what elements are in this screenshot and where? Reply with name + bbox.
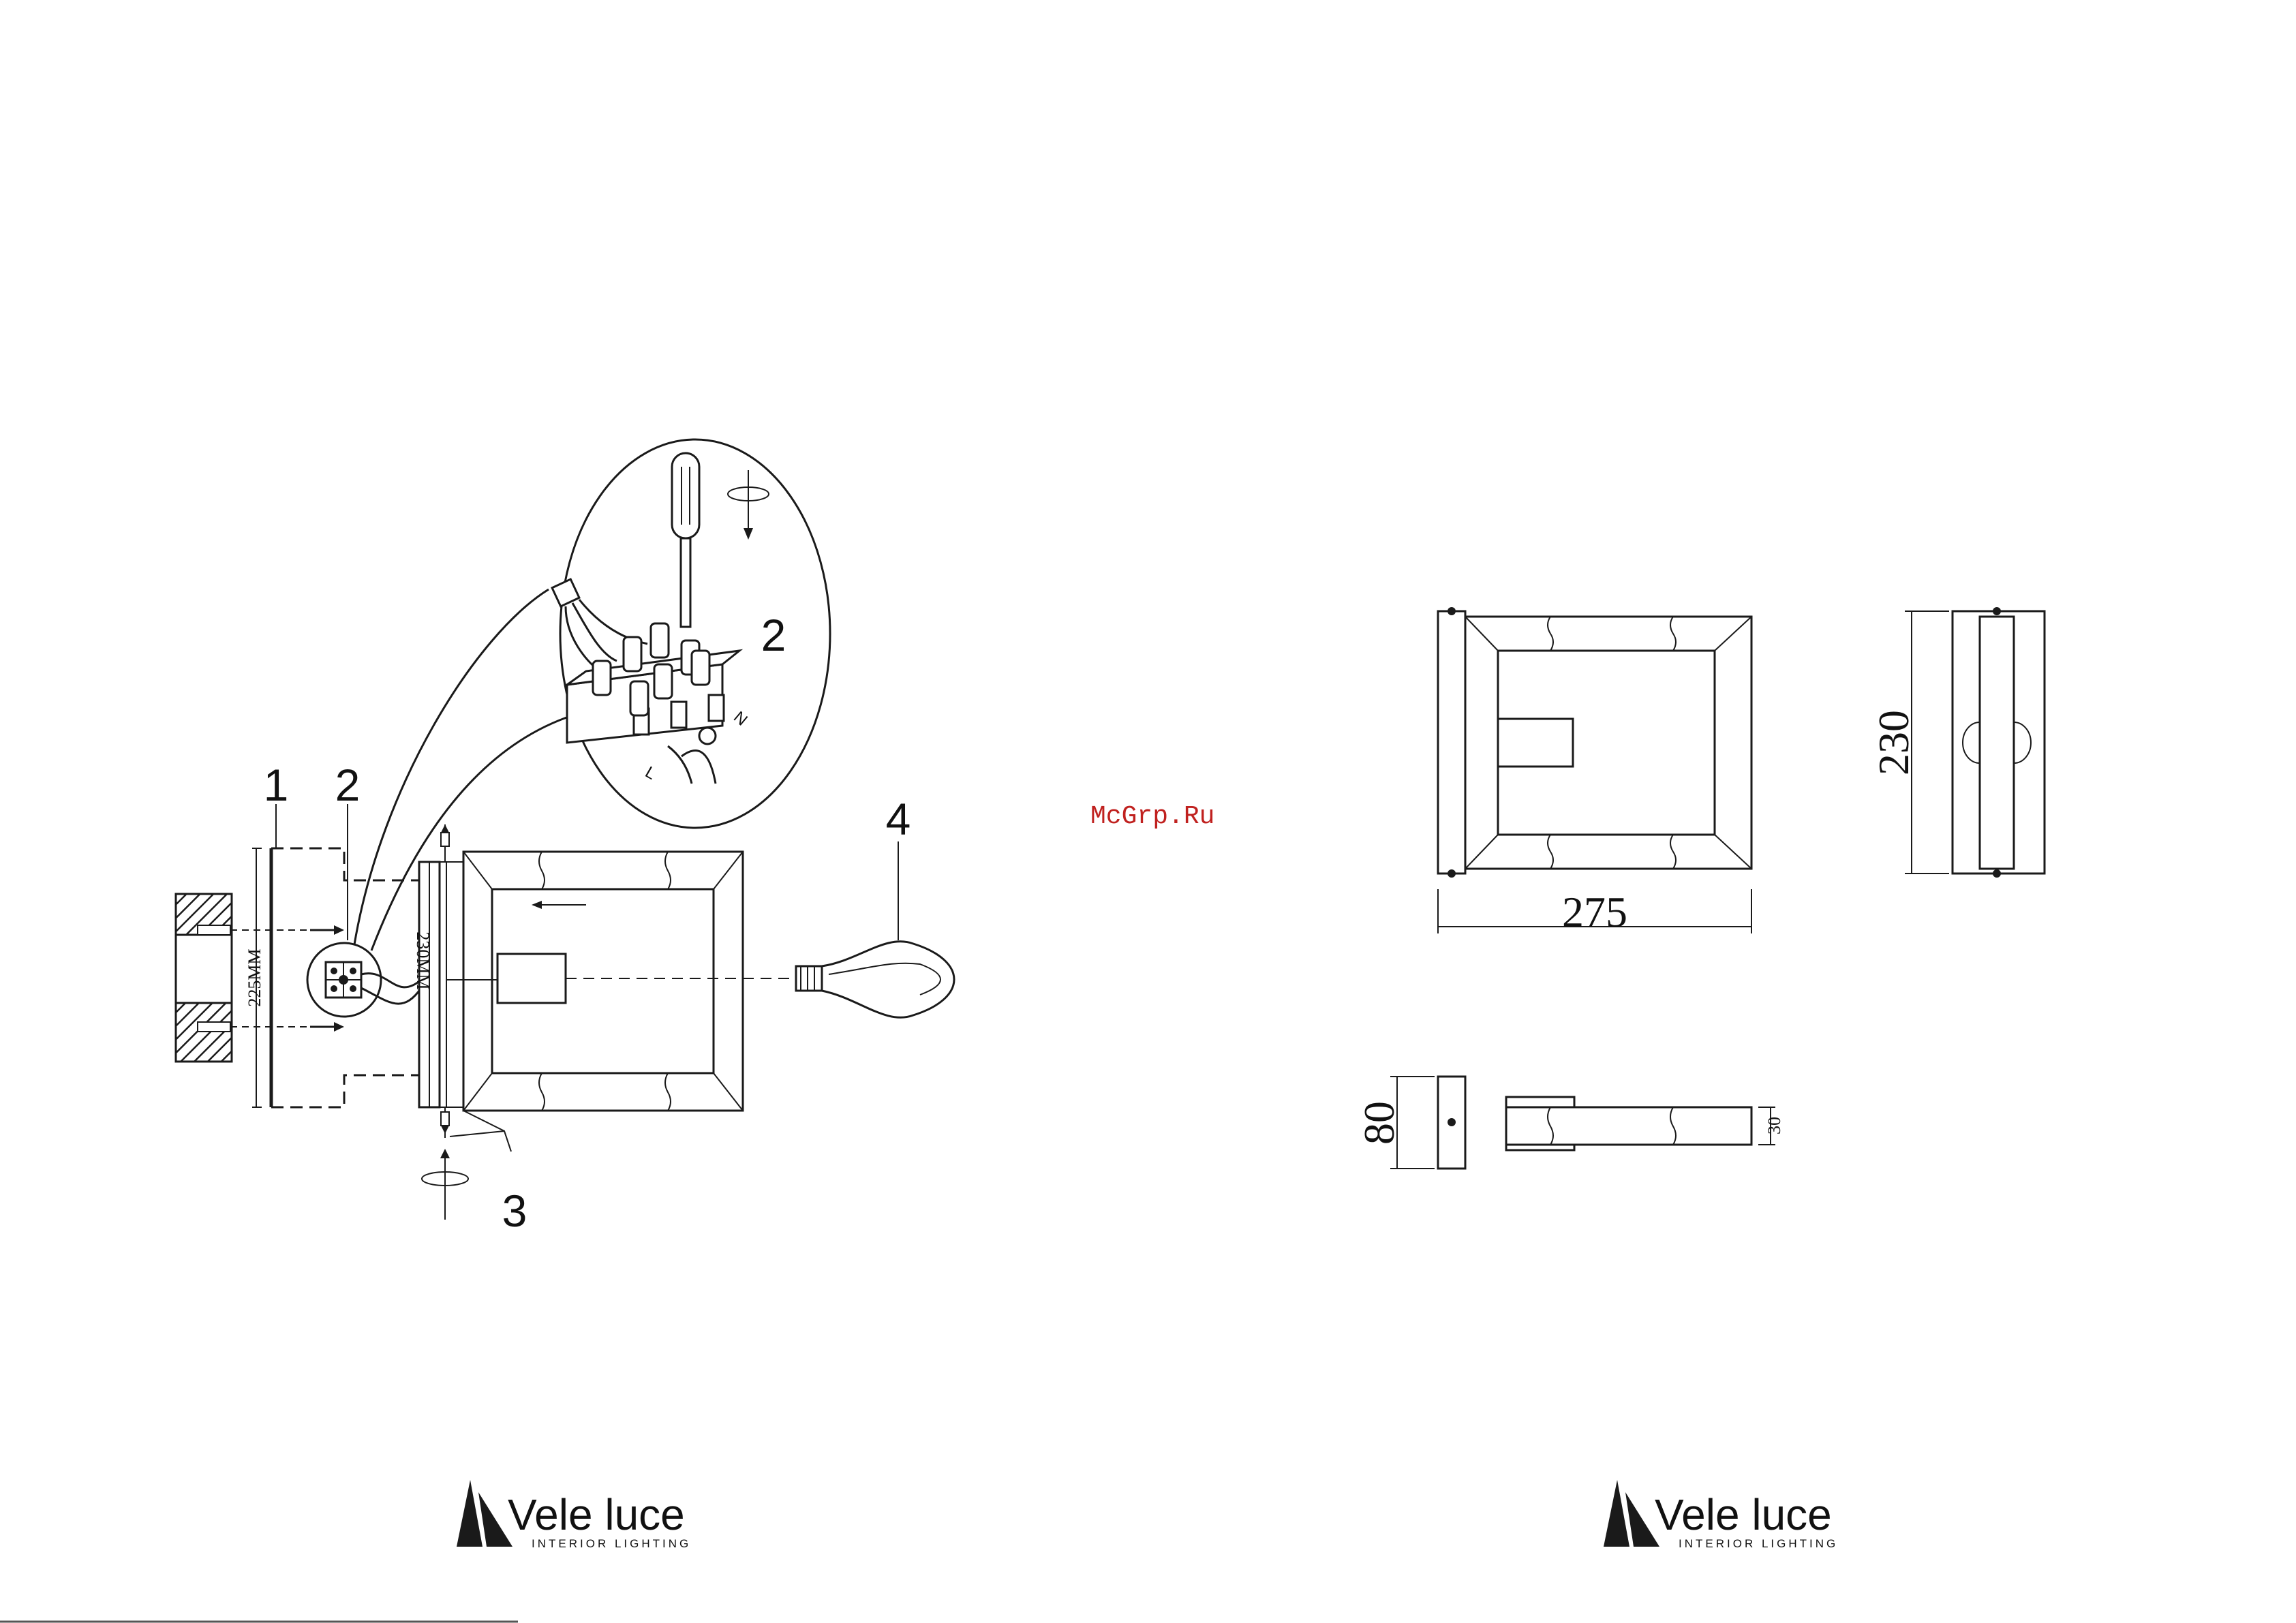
width-dimension: 275: [1562, 888, 1627, 936]
rotate-arrow-icon: [422, 1149, 468, 1220]
watermark: McGrp.Ru: [1090, 802, 1214, 831]
bracket-height-dimension: 230MM: [413, 931, 433, 989]
screwdriver-icon: [672, 453, 699, 627]
sail-logo-icon: [1604, 1480, 1659, 1547]
height-dimension: 230: [1869, 710, 1918, 775]
terminal-detail-bubble: L N: [552, 439, 830, 828]
callout-2-detail: 2: [761, 610, 786, 660]
wall-section: [176, 894, 232, 1062]
rotate-arrow-icon: [728, 470, 769, 540]
terminal-label-live: L: [642, 763, 659, 784]
brand-tagline: INTERIOR LIGHTING: [532, 1537, 691, 1550]
front-view: 275: [1438, 607, 1751, 936]
top-view: 80 30: [1355, 1077, 1784, 1169]
brand-logo-left: Vele luce INTERIOR LIGHTING: [457, 1480, 691, 1550]
arm-dimension: 30: [1764, 1117, 1784, 1134]
dimension-drawings: 275 230 80: [1355, 607, 2045, 1169]
junction-box: [307, 943, 421, 1017]
brand-name: Vele luce: [508, 1490, 685, 1539]
brand-logo-right: Vele luce INTERIOR LIGHTING: [1604, 1480, 1838, 1550]
callout-4: 4: [886, 794, 911, 844]
brand-tagline: INTERIOR LIGHTING: [1679, 1537, 1838, 1550]
frame-front-view: [446, 852, 743, 1111]
depth-dimension: 80: [1355, 1101, 1403, 1145]
side-view: 230: [1869, 607, 2045, 878]
plate-height-dimension: 225MM: [245, 948, 264, 1006]
installation-diagram: L N: [176, 439, 954, 1236]
callout-3: 3: [502, 1186, 527, 1236]
fixture-back-bracket: [419, 824, 468, 1220]
brand-name: Vele luce: [1655, 1490, 1832, 1539]
callout-1: 1: [264, 760, 289, 810]
terminal-label-neutral: N: [730, 708, 751, 730]
callout-2: 2: [335, 760, 361, 810]
sail-logo-icon: [457, 1480, 512, 1547]
